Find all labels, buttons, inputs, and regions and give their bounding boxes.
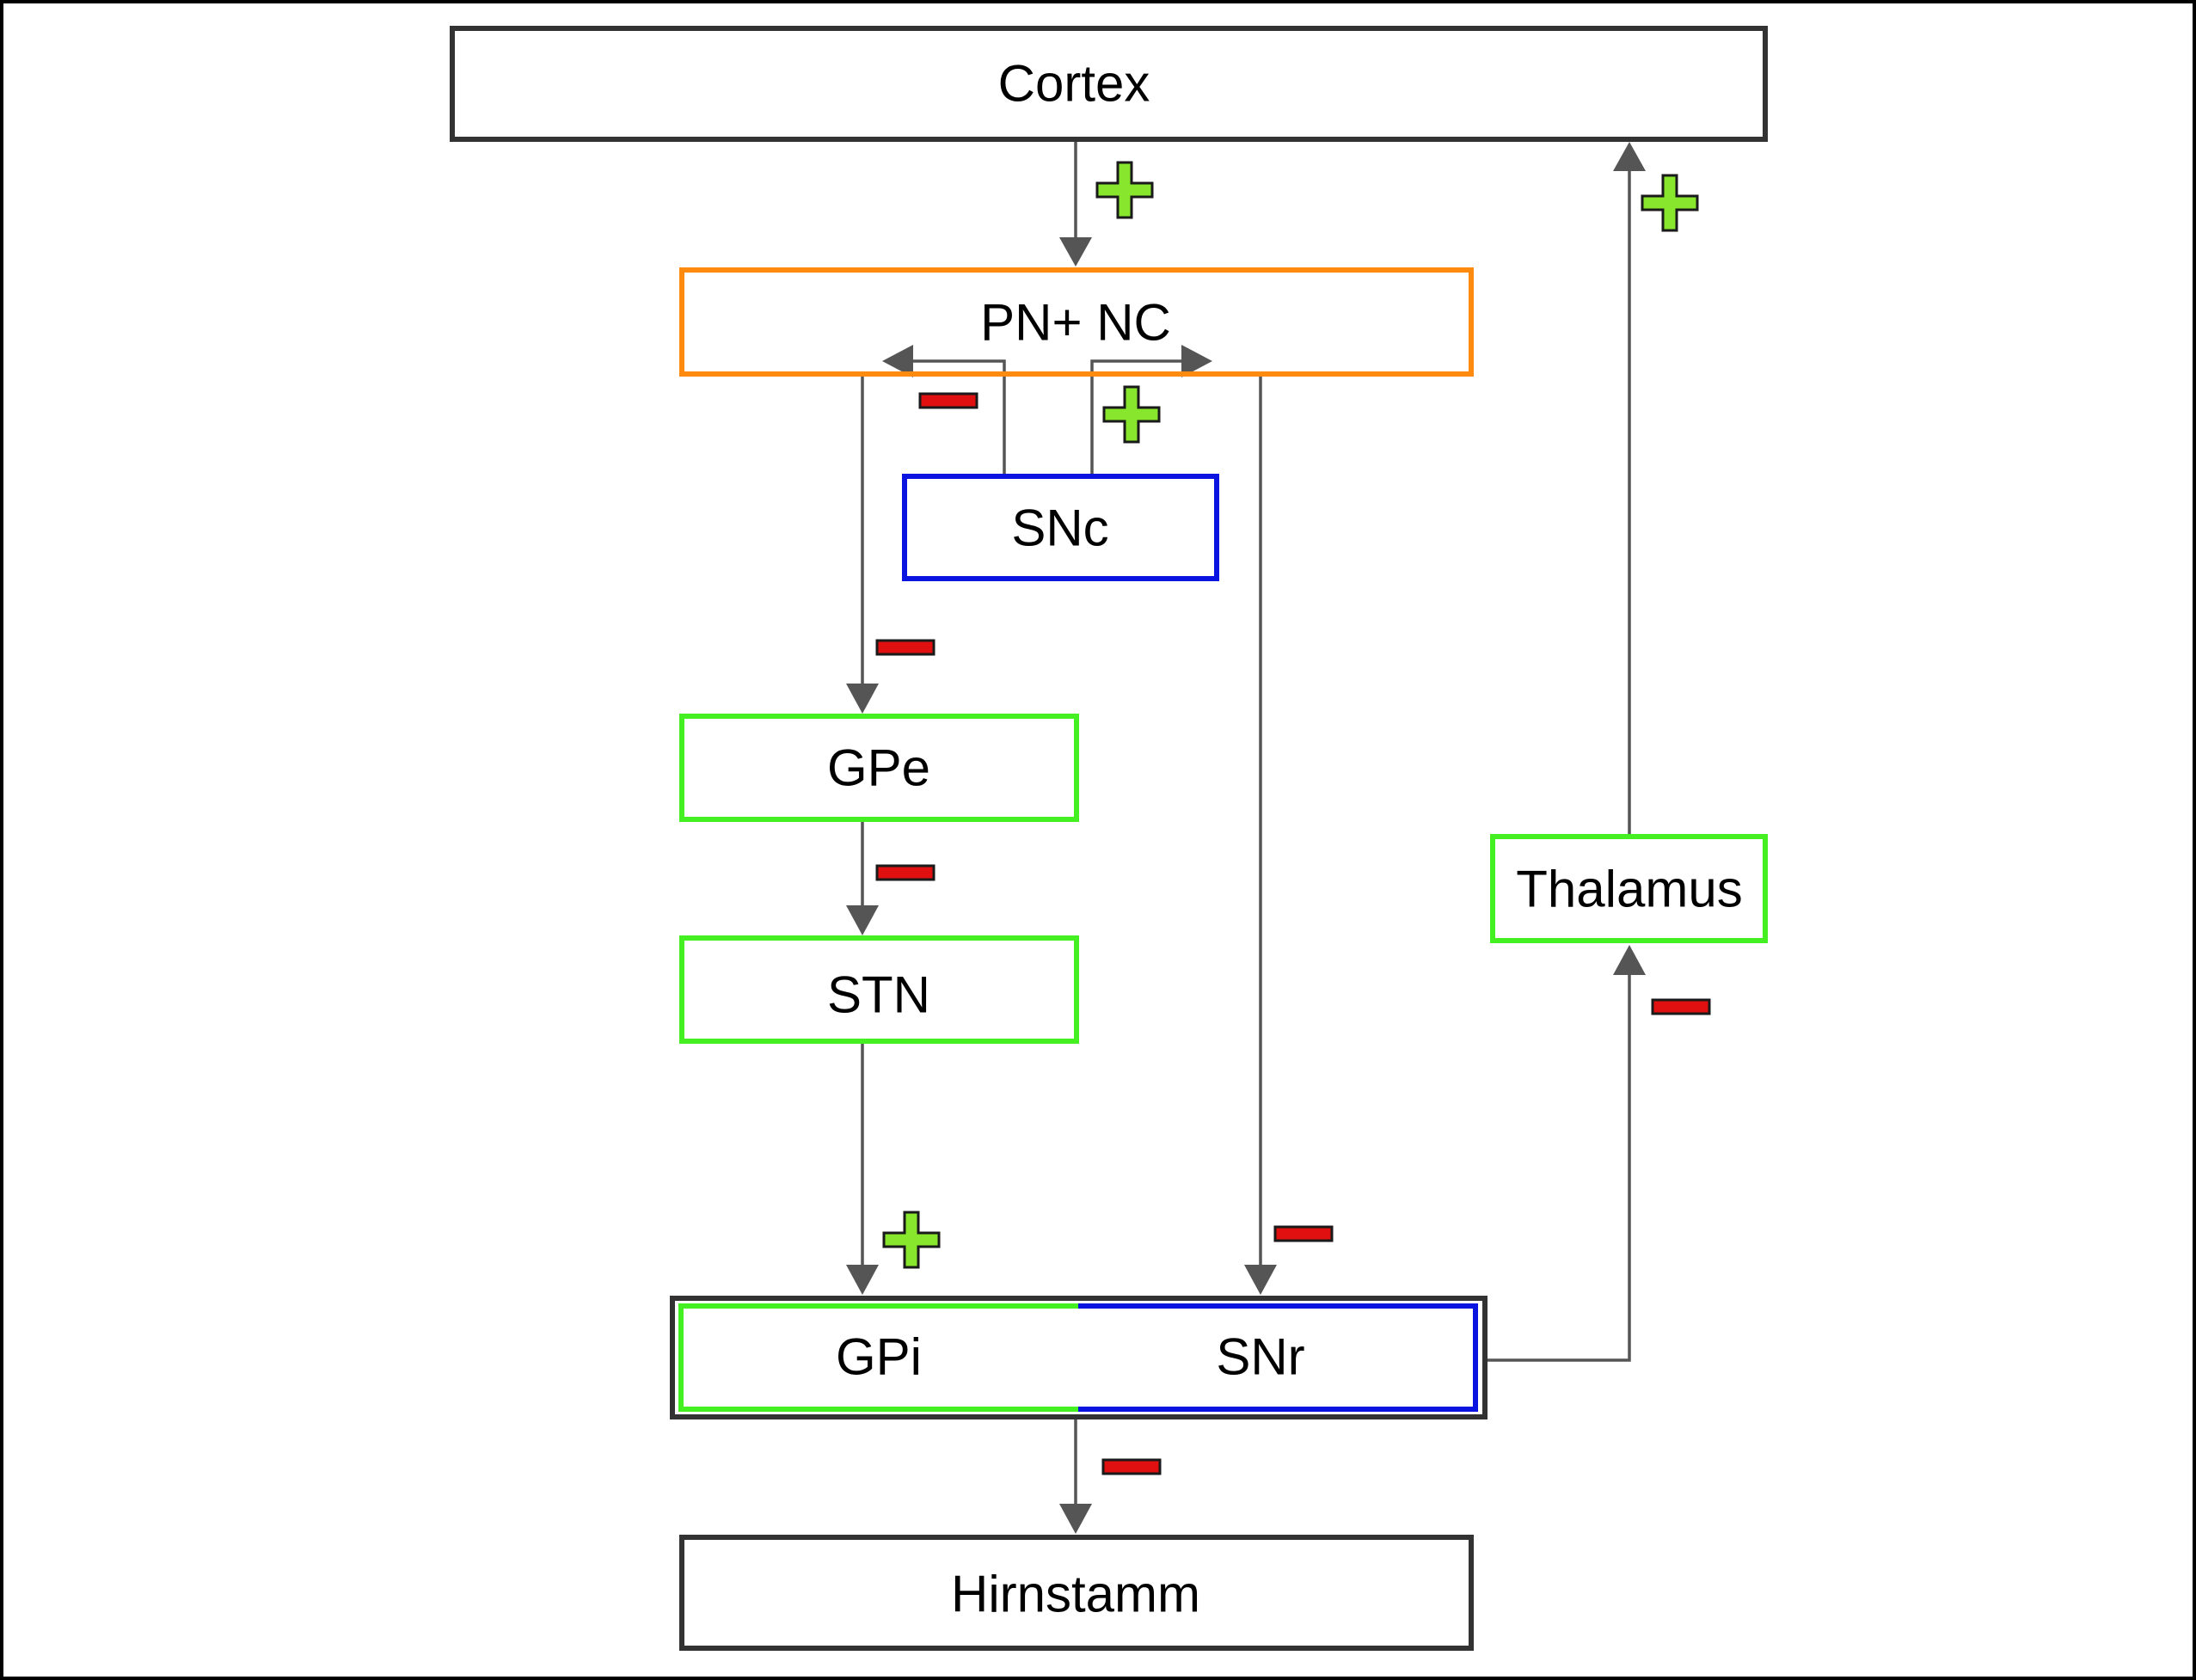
minus-sign <box>918 392 978 409</box>
node-gpe: GPe <box>679 714 1079 822</box>
node-hirnstamm-label: Hirnstamm <box>951 1566 1200 1623</box>
plus-sign <box>1095 161 1154 219</box>
plus-sign <box>1102 385 1161 444</box>
edge-gpi-snr-to-thalamus <box>1485 945 1646 1362</box>
edge-pn-nc-to-snr <box>1244 376 1277 1295</box>
node-cortex-label: Cortex <box>998 55 1150 113</box>
edge-pn-nc-to-gpe <box>846 376 879 714</box>
node-snr-label: SNr <box>1216 1328 1304 1386</box>
node-pn-nc-label: PN+ NC <box>980 294 1171 352</box>
node-gpi-snr: GPi SNr <box>670 1296 1488 1419</box>
node-snr <box>1078 1303 1478 1412</box>
minus-sign <box>1651 998 1711 1015</box>
plus-sign <box>882 1211 941 1269</box>
edge-snc-to-pn-nc-right <box>1090 345 1212 475</box>
edge-thalamus-to-cortex <box>1613 142 1646 834</box>
node-stn: STN <box>679 935 1079 1044</box>
node-gpi-label: GPi <box>836 1328 922 1386</box>
node-stn-label: STN <box>827 966 930 1024</box>
minus-sign <box>875 639 935 656</box>
edge-cortex-to-pn-nc <box>1059 140 1092 267</box>
edge-gpe-to-stn <box>846 821 879 935</box>
node-snc: SNc <box>902 474 1219 581</box>
edge-stn-to-gpi <box>846 1043 879 1295</box>
node-gpe-label: GPe <box>827 739 930 797</box>
node-thalamus-label: Thalamus <box>1516 861 1742 918</box>
edges <box>846 140 1646 1534</box>
minus-sign <box>875 864 935 881</box>
signs <box>875 161 1711 1475</box>
nodes: Cortex PN+ NC SNc GPe STN Thalamus <box>450 26 1768 1651</box>
node-pn-nc: PN+ NC <box>679 267 1474 377</box>
edge-gpi-snr-to-hirnstamm <box>1059 1418 1092 1534</box>
edge-snc-to-pn-nc-left <box>882 345 1006 475</box>
node-snc-label: SNc <box>1011 500 1108 557</box>
gpi-snr-outer-frame <box>670 1296 1488 1419</box>
node-gpi <box>678 1303 1080 1412</box>
node-hirnstamm: Hirnstamm <box>679 1535 1474 1651</box>
plus-sign <box>1641 174 1699 232</box>
minus-sign <box>1273 1225 1334 1242</box>
node-cortex: Cortex <box>450 26 1768 142</box>
minus-sign <box>1101 1458 1162 1475</box>
node-thalamus: Thalamus <box>1490 834 1768 943</box>
